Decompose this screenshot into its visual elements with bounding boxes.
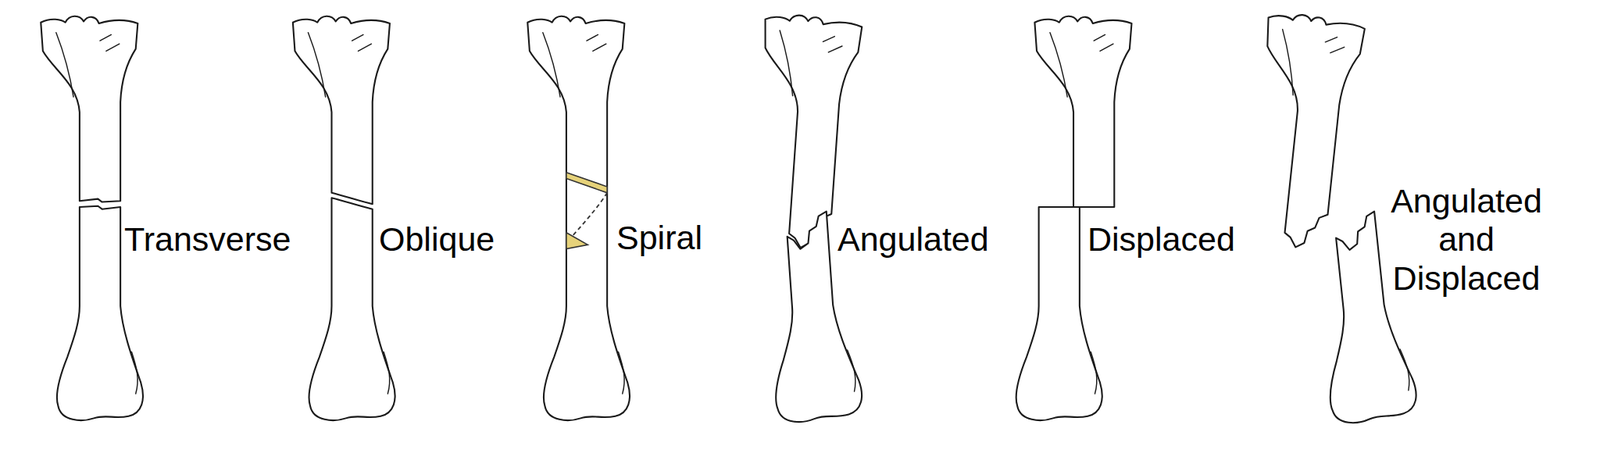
bone-spiral (527, 16, 630, 421)
bone-detail (383, 352, 390, 395)
bone-detail (1400, 348, 1411, 391)
spiral-fracture-hidden-line (568, 192, 608, 241)
bone-whole (527, 16, 630, 421)
spiral-fracture-band (566, 172, 608, 193)
bone-detail (847, 350, 857, 393)
bone-detail (56, 32, 120, 97)
fracture-type-label: Angulated (837, 220, 990, 259)
bone-displaced (1016, 16, 1133, 421)
bone-fragment (40, 16, 138, 203)
spiral-fracture-spike (566, 232, 588, 250)
fracture-type-label: Spiral (616, 218, 703, 258)
bone-fragment (1034, 16, 1132, 208)
bone-oblique (292, 16, 396, 421)
bone-fragment (292, 16, 390, 204)
bone-fragment (1310, 209, 1418, 425)
bone-detail (775, 30, 843, 100)
fracture-type-label: Angulated and Displaced (1380, 182, 1553, 298)
bone-angulated (749, 13, 864, 424)
bone-detail (618, 352, 625, 395)
fracture-type-label: Transverse (124, 220, 291, 259)
bone-detail (307, 32, 372, 97)
fracture-type-label: Oblique (378, 220, 495, 259)
bone-fragment (749, 13, 862, 252)
bone-detail (131, 352, 138, 395)
bone-transverse (40, 16, 143, 421)
bone-detail (1090, 352, 1097, 395)
bone-detail (542, 32, 607, 97)
fracture-type-label: Displaced (1087, 220, 1236, 259)
bone-detail (1050, 32, 1114, 97)
bone-detail (1275, 29, 1346, 100)
bone-fragment (1244, 11, 1365, 253)
